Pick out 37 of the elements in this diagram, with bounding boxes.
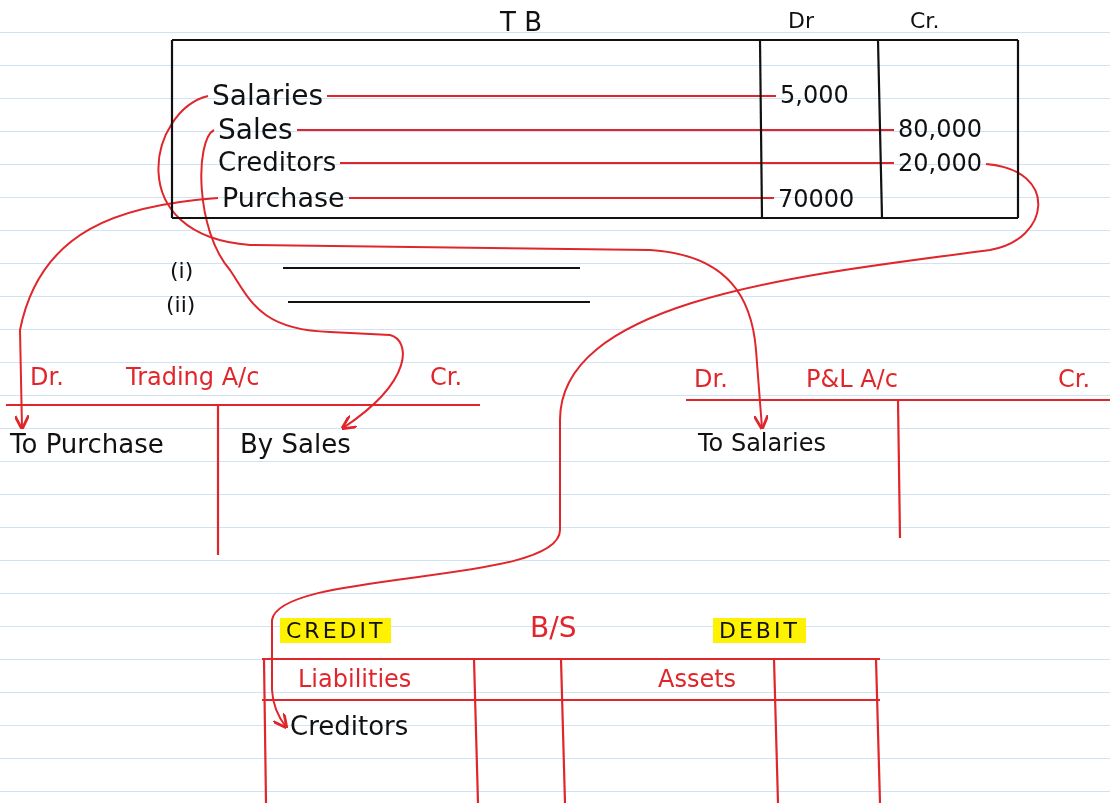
connector-arrow <box>271 163 1040 730</box>
account-name: Purchase <box>222 182 345 213</box>
side-heading: Dr. <box>30 364 64 392</box>
side-heading: DEBIT <box>713 618 806 644</box>
amount: 80,000 <box>898 115 982 143</box>
table-heading: T B <box>500 8 542 38</box>
account-title: Trading A/c <box>126 364 260 392</box>
side-heading: Dr. <box>694 366 728 394</box>
amount: 20,000 <box>898 149 982 177</box>
connector-line <box>296 129 895 131</box>
account-name: Salaries <box>212 79 323 112</box>
list-marker: (i) <box>170 258 194 284</box>
connector-arrow <box>13 197 219 431</box>
column-heading: Assets <box>658 666 737 694</box>
amount: 5,000 <box>780 81 849 109</box>
statement-title: B/S <box>530 612 577 645</box>
column-heading: Cr. <box>910 8 940 34</box>
connector-arrow <box>157 95 770 431</box>
connector-arrow <box>200 129 404 431</box>
entry-text: By Sales <box>240 429 351 459</box>
trial-balance-table <box>170 8 1022 222</box>
column-heading: Liabilities <box>298 666 412 694</box>
account-title: P&L A/c <box>806 366 898 394</box>
account-name: Sales <box>218 113 293 146</box>
connector-line <box>339 162 895 164</box>
connector-line <box>348 197 775 199</box>
entry-text: To Salaries <box>698 429 826 457</box>
amount: 70000 <box>778 185 855 213</box>
side-heading: CREDIT <box>280 618 392 644</box>
entry-text: Creditors <box>290 711 409 741</box>
side-heading: Cr. <box>1058 366 1091 394</box>
side-heading: Cr. <box>430 364 463 392</box>
column-heading: Dr <box>788 8 814 34</box>
entry-text: To Purchase <box>10 429 164 459</box>
account-name: Creditors <box>218 147 337 177</box>
list-marker: (ii) <box>166 292 196 318</box>
connector-line <box>326 95 777 97</box>
